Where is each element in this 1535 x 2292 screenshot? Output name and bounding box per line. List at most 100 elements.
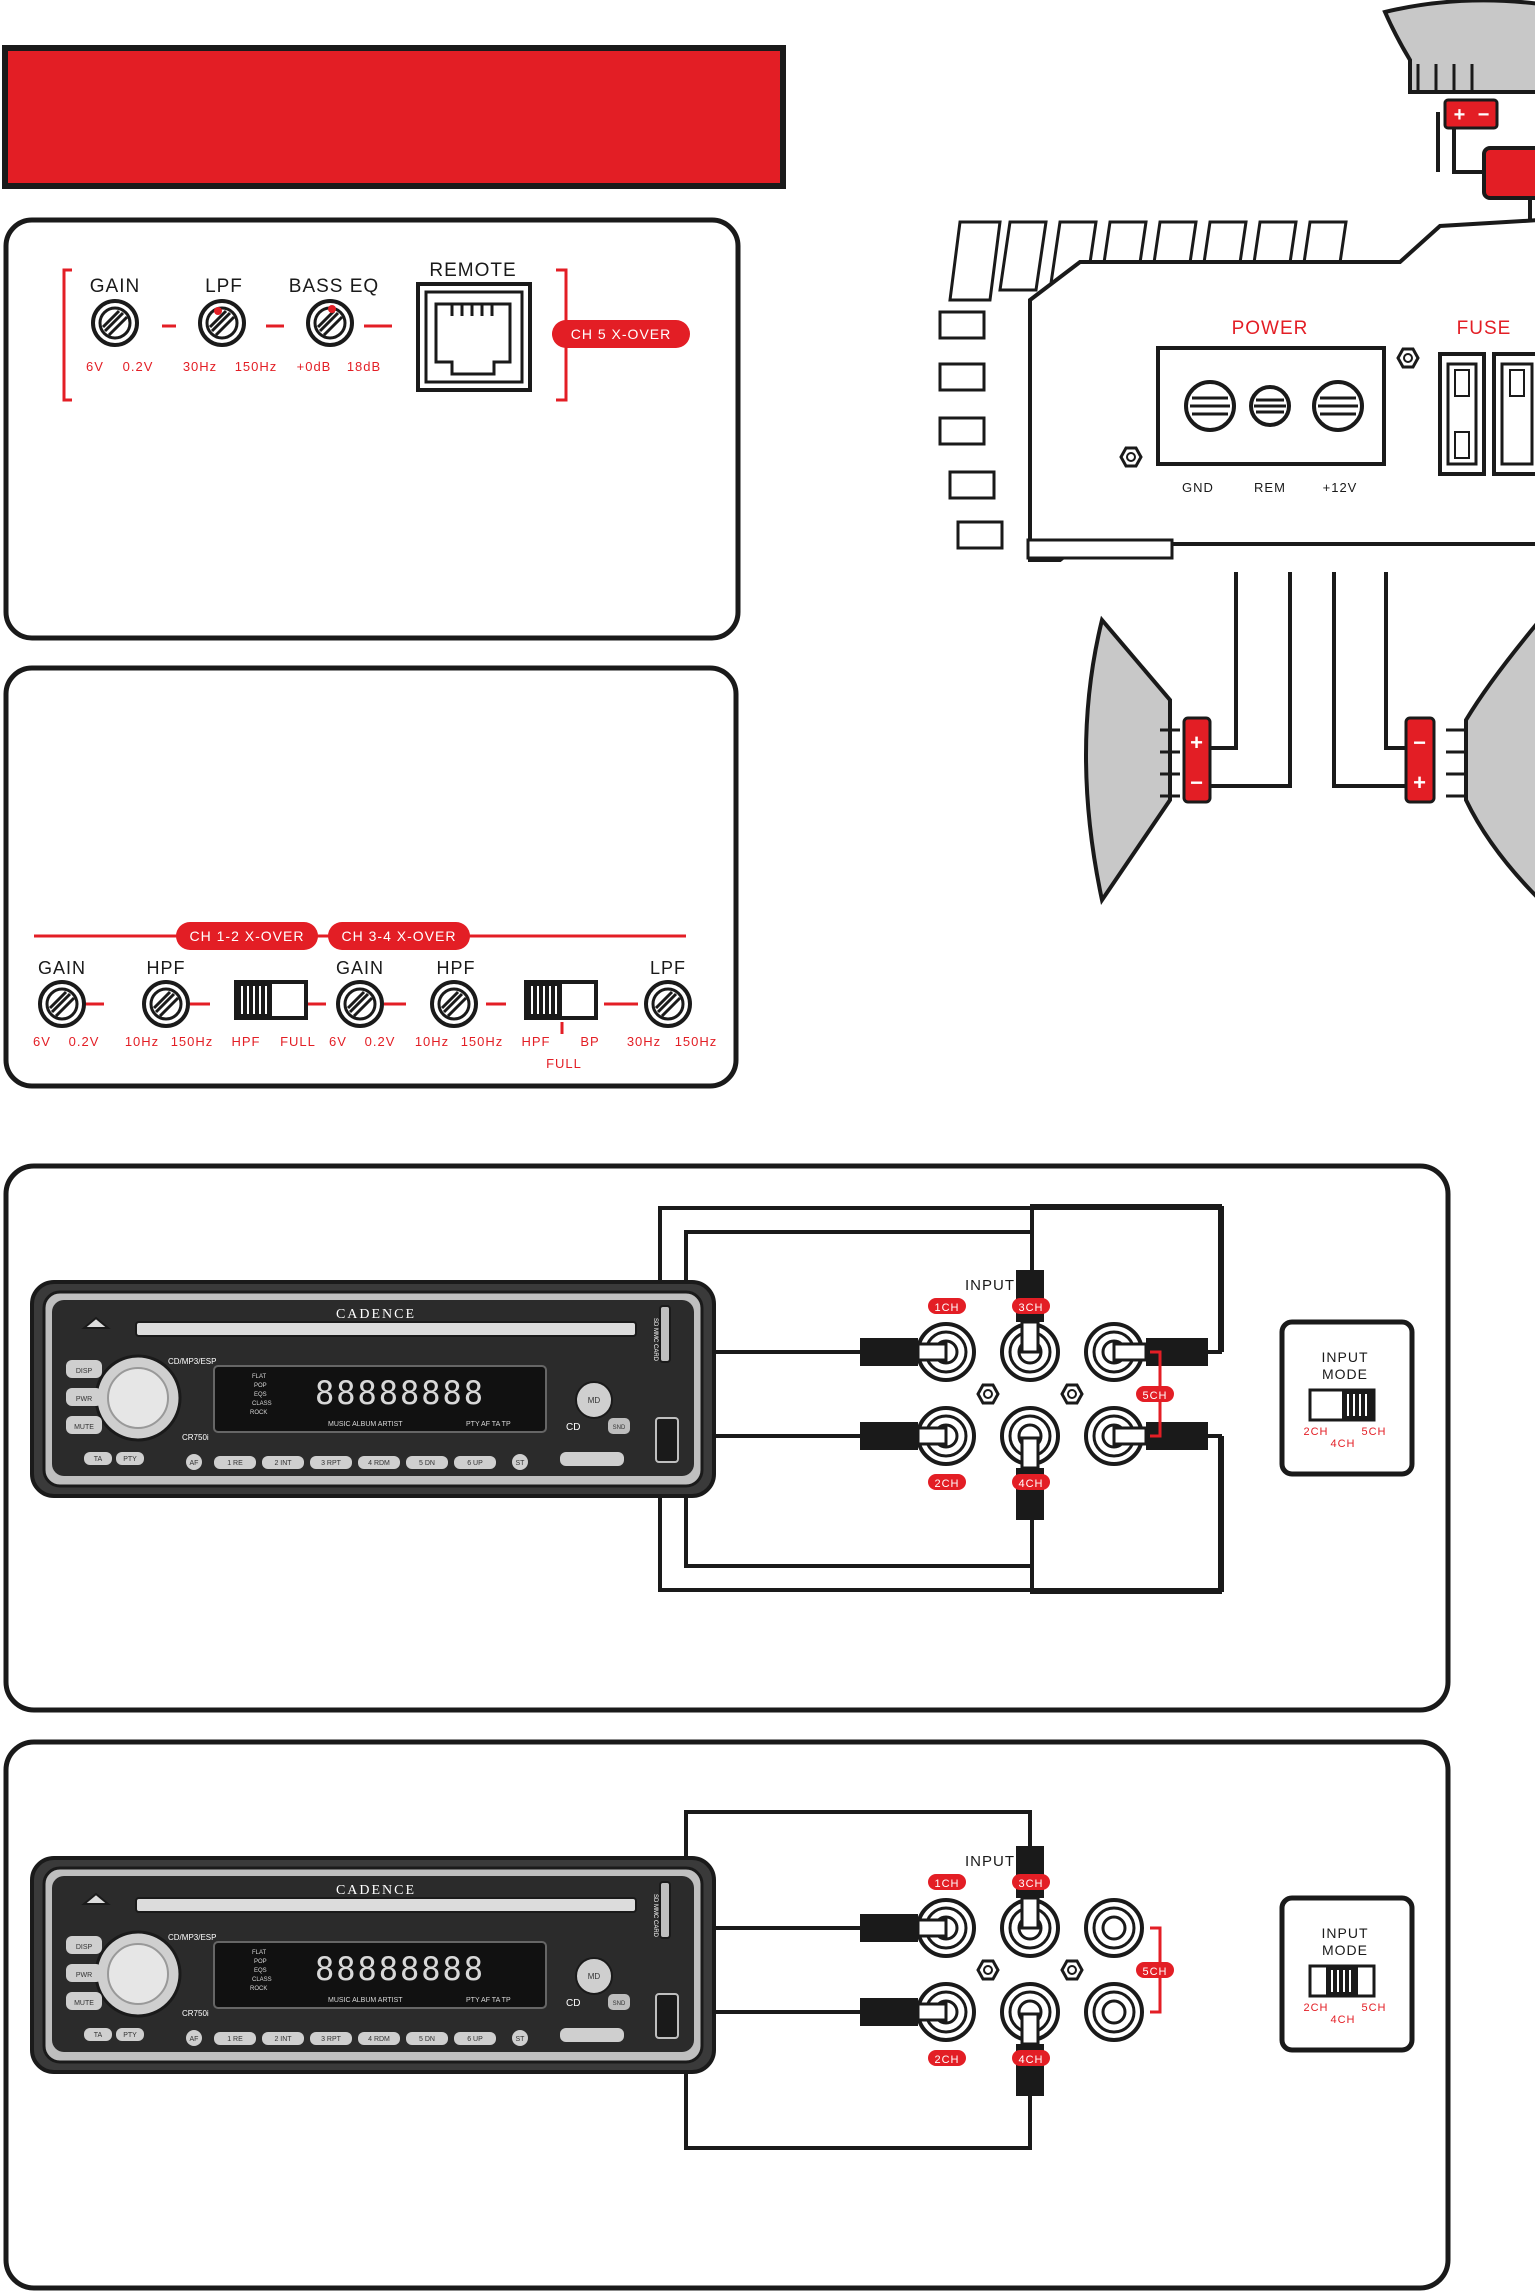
left-buttons: DISP PWR MUTE xyxy=(66,1360,102,1434)
ch34-switch-left: HPF xyxy=(522,1034,551,1049)
svg-text:EQS: EQS xyxy=(254,1968,267,1974)
preset-6-button[interactable] xyxy=(454,1456,496,1469)
pwr-button[interactable] xyxy=(66,1964,102,1982)
panel-4ch-input-wiring: CADENCE CD/MP3/ESP DISP PWR MUTE 8888888… xyxy=(3,1739,1451,2291)
title-bar xyxy=(2,45,786,189)
ch12-hpf-knob[interactable]: HPF 10Hz 150Hz xyxy=(125,958,213,1049)
ta-button[interactable] xyxy=(84,2028,112,2041)
preset-5-button[interactable] xyxy=(406,2032,448,2045)
fuse-slot[interactable] xyxy=(1492,352,1535,476)
af-button[interactable] xyxy=(186,2030,202,2046)
preset-1-button[interactable] xyxy=(214,2032,256,2045)
bass-eq-knob[interactable]: BASS EQ +0dB 18dB xyxy=(289,276,381,374)
rca-jack-5ch-b[interactable] xyxy=(1084,1982,1144,2042)
ch34-lpf-knob[interactable]: LPF 30Hz 150Hz xyxy=(627,958,717,1049)
rca-jack-5ch-a[interactable] xyxy=(1084,1898,1144,1958)
eject-icon[interactable] xyxy=(81,1316,111,1329)
disp-button[interactable] xyxy=(66,1360,102,1378)
cd-logo: CD xyxy=(566,1422,580,1433)
fuse-slot[interactable] xyxy=(1438,352,1486,476)
preset-6-button[interactable] xyxy=(454,2032,496,2045)
ch34-gain-min: 6V xyxy=(329,1034,347,1049)
head-unit: CADENCE CD/MP3/ESP DISP PWR MUTE 8888888… xyxy=(30,1856,716,2074)
svg-text:INPUT: INPUT xyxy=(1322,1925,1369,1941)
svg-text:MD: MD xyxy=(588,1396,601,1405)
input-mode-switch[interactable]: INPUT MODE 2CH 4CH 5CH xyxy=(1279,1895,1415,2053)
st-button[interactable] xyxy=(512,2030,528,2046)
ta-button[interactable] xyxy=(84,1452,112,1465)
lpf-knob[interactable]: LPF 30Hz 150Hz xyxy=(183,276,277,374)
md-button[interactable] xyxy=(575,1381,613,1419)
svg-text:SD MMC CARD: SD MMC CARD xyxy=(652,1318,658,1362)
input-mode-switch[interactable]: INPUT MODE 2CH 4CH 5CH xyxy=(1279,1319,1415,1477)
tune-seek-button[interactable] xyxy=(560,2028,624,2042)
plus12v-terminal[interactable]: +12V xyxy=(1312,380,1364,495)
svg-text:MUSIC ALBUM ARTIST: MUSIC ALBUM ARTIST xyxy=(328,1421,403,1428)
svg-text:+: + xyxy=(1454,104,1467,126)
preset-1-button[interactable] xyxy=(214,1456,256,1469)
lpf-max: 150Hz xyxy=(235,359,278,374)
gnd-terminal[interactable]: GND xyxy=(1182,380,1236,495)
bass-eq-label: BASS EQ xyxy=(289,276,379,297)
ch34-mode-switch[interactable]: HPF BP FULL xyxy=(522,980,600,1071)
svg-text:INPUT: INPUT xyxy=(1322,1349,1369,1365)
svg-text:AF: AF xyxy=(190,1460,199,1467)
preset-3-button[interactable] xyxy=(310,2032,352,2045)
tune-seek-button[interactable] xyxy=(560,1452,624,1466)
ch34-hpf-knob[interactable]: HPF 10Hz 150Hz xyxy=(415,958,503,1049)
preset-4-button[interactable] xyxy=(358,2032,400,2045)
mute-button[interactable] xyxy=(66,1992,102,2010)
label-2ch: 2CH xyxy=(934,1478,959,1490)
eject-icon[interactable] xyxy=(81,1892,111,1905)
md-button[interactable] xyxy=(575,1957,613,1995)
usb-port[interactable] xyxy=(655,1417,679,1463)
st-button[interactable] xyxy=(512,1454,528,1470)
preset-3-button[interactable] xyxy=(310,1456,352,1469)
preset-2-button[interactable] xyxy=(262,1456,304,1469)
svg-text:SND: SND xyxy=(613,2001,626,2007)
label-4ch: 4CH xyxy=(1018,1478,1043,1490)
preset-5-button[interactable] xyxy=(406,1456,448,1469)
label-3ch: 3CH xyxy=(1018,1302,1043,1314)
svg-text:PTY AF TA TP: PTY AF TA TP xyxy=(466,1997,511,2004)
label-4ch: 4CH xyxy=(1018,2054,1043,2066)
ch12-mode-switch[interactable]: HPF FULL xyxy=(232,980,316,1049)
preset-4-button[interactable] xyxy=(358,1456,400,1469)
ch12-hpf-max: 150Hz xyxy=(171,1034,214,1049)
ch34-hpf-label: HPF xyxy=(437,958,476,978)
svg-text:3 RPT: 3 RPT xyxy=(321,1460,342,1467)
snd-button[interactable] xyxy=(608,1418,630,1434)
usb-port[interactable] xyxy=(655,1993,679,2039)
pty-button[interactable] xyxy=(116,2028,144,2041)
svg-text:CLASS: CLASS xyxy=(252,1401,272,1407)
ch34-lpf-max: 150Hz xyxy=(675,1034,718,1049)
mute-button[interactable] xyxy=(66,1416,102,1434)
svg-text:PTY: PTY xyxy=(123,1456,137,1463)
rem-terminal[interactable]: REM xyxy=(1249,385,1291,495)
preset-2-button[interactable] xyxy=(262,2032,304,2045)
ch12-gain-knob[interactable]: GAIN 6V 0.2V xyxy=(33,958,99,1049)
disp-button[interactable] xyxy=(66,1936,102,1954)
gain-knob[interactable]: GAIN 6V 0.2V xyxy=(86,276,153,374)
svg-text:5 DN: 5 DN xyxy=(419,1460,435,1467)
sd-card-slot[interactable] xyxy=(659,1881,671,1939)
remote-jack[interactable]: REMOTE xyxy=(416,260,532,392)
ch34-lpf-min: 30Hz xyxy=(627,1034,661,1049)
svg-text:MUTE: MUTE xyxy=(74,2000,94,2007)
svg-text:4 RDM: 4 RDM xyxy=(368,1460,390,1467)
gain-label: GAIN xyxy=(90,276,140,297)
af-button[interactable] xyxy=(186,1454,202,1470)
speaker-right: − + xyxy=(1404,622,1535,898)
input-label: INPUT xyxy=(965,1853,1015,1870)
model-label: CR750i xyxy=(182,1433,209,1442)
svg-text:6 UP: 6 UP xyxy=(467,2036,483,2043)
ch34-gain-knob[interactable]: GAIN 6V 0.2V xyxy=(329,958,395,1049)
pty-button[interactable] xyxy=(116,1452,144,1465)
bass-eq-max: 18dB xyxy=(347,359,381,374)
pwr-button[interactable] xyxy=(66,1388,102,1406)
svg-text:4CH: 4CH xyxy=(1330,2014,1355,2026)
svg-text:POP: POP xyxy=(254,1383,267,1389)
snd-button[interactable] xyxy=(608,1994,630,2010)
svg-text:DISP: DISP xyxy=(76,1368,93,1375)
sd-card-slot[interactable] xyxy=(659,1305,671,1363)
